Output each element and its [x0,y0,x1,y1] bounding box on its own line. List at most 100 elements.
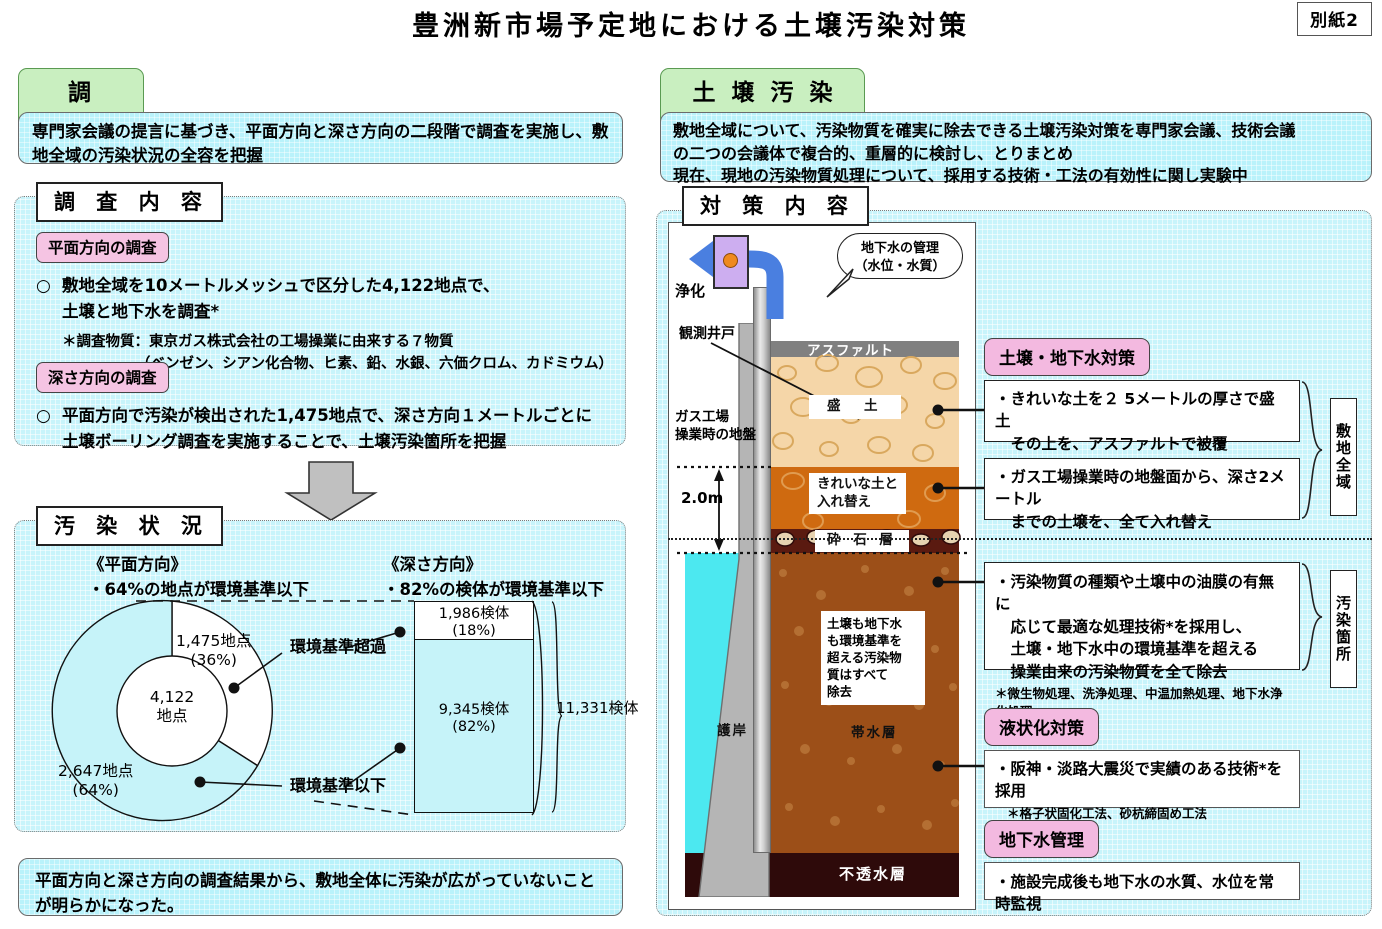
bar-segment-under [415,640,533,812]
gas-plant-ground-label: ガス工場 操業時の地盤 [675,409,756,444]
measure-item-3-line-4: 操業由来の汚染物質を全て除去 [995,662,1228,681]
group-tag-contaminated: 汚染箇所 [1330,570,1357,688]
purification-unit [713,235,749,289]
survey-sub1-note1: ＊調査物質：東京ガス株式会社の工場操業に由来する７物質 [62,334,454,351]
survey-summary-text: 専門家会議の提言に基づき、平面方向と深さ方向の二段階で調査を実施し、敷地全域の汚… [19,113,622,175]
bullet-icon: ○ [36,276,51,296]
survey-summary-box: 専門家会議の提言に基づき、平面方向と深さ方向の二段階で調査を実施し、敷地全域の汚… [18,112,623,165]
bar-chart [414,601,534,813]
measure-item-3: ・汚染物質の種類や土壌中の油膜の有無に 応じて最適な処理技術*を採用し、 土壌・… [984,562,1300,719]
measure-head-soil-groundwater: 土壌・地下水対策 [984,338,1150,376]
measure-item-3-line-2: 応じて最適な処理技術*を採用し、 [995,617,1252,636]
removal-note-2: も環境基準を [827,632,903,648]
page-title: 豊洲新市場予定地における土壌汚染対策 [412,11,970,42]
bar-segment-over [415,602,533,640]
pie-center-label: 4,122 地点 [36,688,308,727]
measure-item-1-line-2: その上を、アスファルトで被覆 [995,434,1228,453]
bar-depth-edge [531,600,544,816]
callout-line-1: 地下水の管理 [860,241,939,256]
survey-sub1-note2: （ベンゼン、シアン化合物、ヒ素、鉛、水銀、六価クロム、カドミウム） [136,355,614,372]
bar-total-label: 11,331検体 [556,699,639,717]
pie-center-total: 4,122 [149,688,195,706]
survey-sub1-lines: 敷地全域を10メートルメッシュで区分した4,122地点で、 土壌と地下水を調査* [62,273,500,324]
measure-item-2: ・ガス工場操業時の地盤面から、深さ2メートル までの土壌を、全て入れ替え [984,458,1300,531]
purify-label: 浄化 [675,282,706,300]
pie-chart-subtitle: ・64%の地点が環境基準以下 [88,579,309,599]
survey-sub2-line2: 土壌ボーリング調査を実施することで、土壌汚染箇所を把握 [62,431,507,451]
sheet-tag: 別紙2 [1297,2,1372,36]
impermeable-label: 不透水層 [839,865,908,883]
survey-sub2-line1: 平面方向で汚染が検出された1,475地点で、深さ方向１メートルごとに [62,406,593,425]
bar-chart-title: 《深さ方向》 [383,555,482,574]
observation-well-pipe [753,287,771,853]
measure-groundwater-line-1: ・施設完成後も地下水の水質、水位を常時監視 [995,873,1275,914]
removal-note-4: 質はすべて [827,666,889,682]
pie-over-value: 1,475地点 [176,632,252,650]
measures-panel-label: 対 策 内 容 [682,186,869,226]
survey-sub1: 平面方向の調査 ○ 敷地全域を10メートルメッシュで区分した4,122地点で、 … [36,232,616,376]
measure-head-liquefaction: 液状化対策 [984,708,1099,746]
bar-over-percent: (18%) [452,623,496,640]
pie-slice-label-under: 2,647地点 (64%) [58,762,133,801]
removal-note-5: 除去 [827,683,853,699]
bar-under-value: 9,345検体 [438,702,510,718]
down-arrow-icon [284,461,378,521]
fill-soil-label: 盛 土 [809,395,901,419]
pollution-status-label: 汚 染 状 況 [36,506,223,546]
aquifer-label: 帯水層 [851,725,898,741]
purification-unit-dot [723,253,738,268]
measure-item-3-line-3: 土壌・地下水中の環境基準を超える [995,640,1259,659]
pie-slice-label-over: 1,475地点 (36%) [176,632,251,671]
pie-chart [51,599,273,822]
measure-item-1-line-1: ・きれいな土を２ 5メートルの厚さで盛土 [995,390,1275,431]
survey-sub1-head: 平面方向の調査 [36,232,169,263]
survey-sub1-line2: 土壌と地下水を調査* [62,301,220,321]
pie-over-percent: (36%) [190,651,237,670]
survey-sub2-bullet-row: ○ 平面方向で汚染が検出された1,475地点で、深さ方向１メートルごとに 土壌ボ… [36,403,616,454]
bullet-icon: ○ [36,406,51,426]
replace-soil-line-2: 入れ替え [817,493,871,510]
summary-line-1: 敷地全域について、汚染物質を確実に除去できる土壌汚染対策を専門家会議、技術会議 [673,121,1296,140]
chart-leader-lines [136,600,563,816]
removal-note-box: 土壌も地下水 も環境基準を 超える汚染物 質はすべて 除去 [821,611,925,706]
cross-section-diagram: 浄化 地下水の管理 （水位・水質） 観測井戸 ガス工場 操業時の地盤 2.0m … [668,222,976,910]
bar-chart-heading: 《深さ方向》 ・82%の検体が環境基準以下 [383,553,604,603]
bar-over-value: 1,986検体 [438,606,510,622]
group-divider [668,538,1372,540]
measure-liquefaction-line-1: ・阪神・淡路大震災で実績のある技術*を採用 [995,760,1283,801]
bar-under-percent: (82%) [452,719,496,736]
conclusion-box: 平面方向と深さ方向の調査結果から、敷地全体に汚染が広がっていないことが明らかにな… [18,858,623,916]
legend-under-standard: 環境基準以下 [290,776,387,795]
pie-under-percent: (64%) [72,781,119,800]
survey-summary-line: 専門家会議の提言に基づき、平面方向と深さ方向の二段階で調査を実施し、敷地全域の汚… [32,122,609,165]
group-tag-sitewide: 敷地全域 [1330,398,1357,516]
replace-soil-line-1: きれいな土と [817,476,898,492]
group-brace-sitewide [1301,381,1323,519]
measure-item-liquefaction: ・阪神・淡路大震災で実績のある技術*を採用 ＊格子状固化工法、砂杭締固め工法 [984,750,1300,821]
replace-soil-label: きれいな土と 入れ替え [809,473,906,515]
measure-head-groundwater-mgmt: 地下水管理 [984,820,1099,858]
survey-content-label: 調 査 内 容 [36,182,223,222]
legend-over-standard: 環境基準超過 [290,637,387,656]
survey-sub2: 深さ方向の調査 ○ 平面方向で汚染が検出された1,475地点で、深さ方向１メート… [36,362,616,454]
summary-line-2: の二つの会議体で複合的、重層的に検討し、とりまとめ [673,143,1074,163]
measure-liquefaction-note: ＊格子状固化工法、砂杭締固め工法 [1007,805,1208,821]
removal-note-1: 土壌も地下水 [827,616,903,631]
bar-label-under: 9,345検体 (82%) [418,702,530,737]
revetment-label: 護岸 [717,723,748,739]
depth-value-label: 2.0m [681,489,724,507]
depth-dimension [677,465,967,555]
summary-line-3: 現在、現地の汚染物質処理について、採用する技術・工法の有効性に関し実験中 [673,166,1248,186]
countermeasures-summary-box: 敷地全域について、汚染物質を確実に除去できる土壌汚染対策を専門家会議、技術会議 … [660,112,1372,185]
measure-item-3-line-1: ・汚染物質の種類や土壌中の油膜の有無に [995,573,1275,614]
callout-tail [826,268,854,298]
asphalt-layer [769,341,959,357]
pie-center-unit: 地点 [156,707,188,726]
observation-well-label: 観測井戸 [679,326,735,342]
measure-item-1: ・きれいな土を２ 5メートルの厚さで盛土 その上を、アスファルトで被覆 [984,380,1300,453]
pie-chart-heading: 《平面方向》 ・64%の地点が環境基準以下 [88,553,309,603]
measure-item-groundwater-mgmt: ・施設完成後も地下水の水質、水位を常時監視 [984,862,1300,913]
conclusion-text: 平面方向と深さ方向の調査結果から、敷地全体に汚染が広がっていないことが明らかにな… [35,871,596,915]
callout-line-2: （水位・水質） [854,258,946,274]
survey-sub1-line1: 敷地全域を10メートルメッシュで区分した4,122地点で、 [62,276,500,295]
